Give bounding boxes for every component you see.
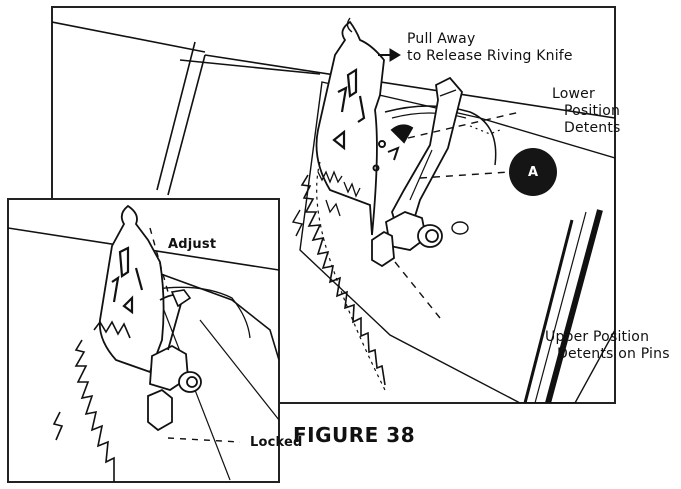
blade-opening bbox=[384, 105, 497, 166]
inset-saw-blade-teeth bbox=[74, 339, 115, 482]
upper-detents-line-2: Detents on Pins bbox=[557, 346, 670, 362]
pull-away-line-1: Pull Away bbox=[407, 31, 476, 47]
pull-away-arrow bbox=[378, 48, 401, 62]
adjust-label: Adjust bbox=[168, 237, 217, 252]
bolt-assembly bbox=[371, 211, 443, 268]
lower-detents-label: Lower Position Detents bbox=[552, 86, 621, 137]
pull-away-line-2: to Release Riving Knife bbox=[407, 48, 573, 64]
table-seam bbox=[52, 21, 206, 53]
upper-detents-label: Upper Position Detents on Pins bbox=[545, 329, 670, 363]
leader-marker-a bbox=[419, 171, 510, 179]
lower-detents-line-1: Lower bbox=[552, 86, 595, 102]
lower-detents-line-3: Detents bbox=[564, 120, 621, 136]
riving-knife bbox=[315, 20, 385, 236]
callout-marker-a: A bbox=[509, 148, 557, 196]
lower-detents bbox=[372, 124, 414, 172]
figure-caption: FIGURE 38 bbox=[293, 423, 416, 447]
leader-lower-detents bbox=[407, 111, 521, 139]
saw-blade-teeth bbox=[300, 174, 386, 386]
knife-cutouts bbox=[332, 68, 366, 151]
locked-label: Locked bbox=[250, 435, 303, 450]
leader-locked bbox=[167, 437, 241, 443]
inset-view bbox=[7, 198, 280, 483]
lower-detents-line-2: Position bbox=[564, 103, 621, 119]
upper-detents-line-1: Upper Position bbox=[545, 329, 650, 345]
pull-away-label: Pull Away to Release Riving Knife bbox=[407, 31, 573, 65]
